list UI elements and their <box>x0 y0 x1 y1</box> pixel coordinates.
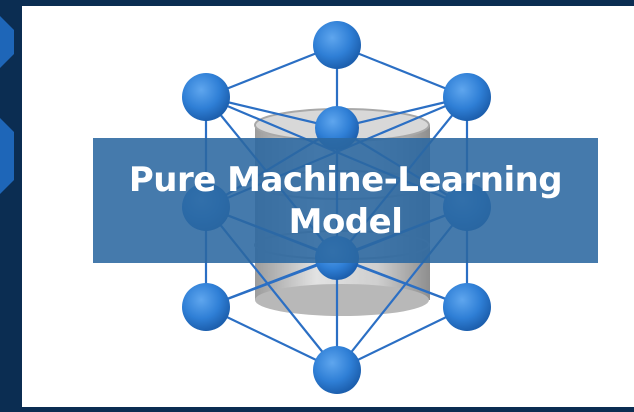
node-upper-left <box>182 73 230 121</box>
node-lower-left <box>182 283 230 331</box>
title-banner: Pure Machine-Learning Model <box>93 138 598 263</box>
left-accent-strip <box>0 0 22 407</box>
title-line-2: Model <box>288 201 403 242</box>
node-lower-right <box>443 283 491 331</box>
slide-title: Pure Machine-Learning Model <box>128 159 563 243</box>
chevron-decoration-icon <box>0 16 14 194</box>
node-top <box>313 21 361 69</box>
title-line-1: Pure Machine-Learning <box>128 159 563 200</box>
node-bottom <box>313 346 361 394</box>
node-upper-right <box>443 73 491 121</box>
